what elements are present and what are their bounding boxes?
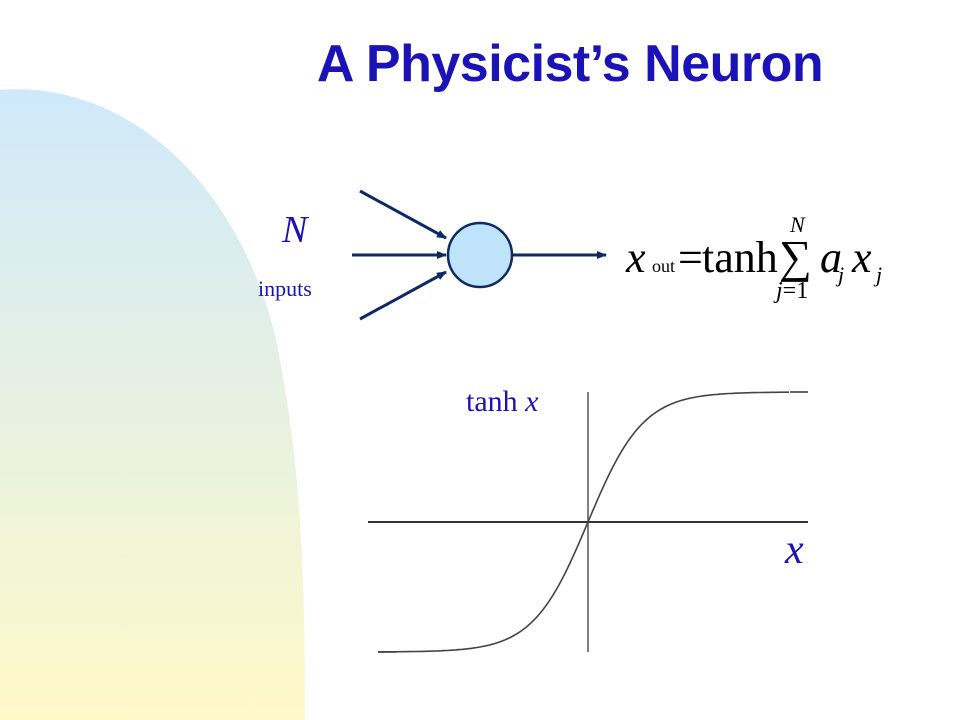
tanh-graph — [368, 391, 808, 653]
inputs-label: inputs — [258, 276, 312, 301]
formula-equals: = — [678, 233, 703, 282]
y-axis-label-func: tanh — [466, 385, 518, 418]
formula-sum-start: =1 — [782, 278, 809, 304]
formula-tanh: tanh — [702, 233, 778, 282]
formula-sum-upper: N — [790, 212, 805, 237]
formula-output-subscript: out — [652, 256, 676, 276]
formula-input-var: x — [852, 233, 872, 282]
formula-output-var: x — [626, 233, 646, 282]
formula-coefficient-subscript: j — [838, 262, 845, 287]
input-arrow-top — [359, 189, 447, 240]
y-axis-label: tanh x — [466, 385, 538, 419]
input-arrow-bottom — [359, 270, 447, 321]
tanh-curve — [378, 391, 789, 653]
y-axis-label-var: x — [525, 385, 539, 418]
slide-title: A Physicist’s Neuron — [316, 35, 824, 93]
decorative-curved-panel — [0, 89, 305, 720]
formula-sum-index: j — [776, 278, 783, 304]
formula-sum-symbol: ∑ — [779, 231, 812, 282]
neuron-formula: x out = tanh ∑ N j=1 a j x j — [626, 212, 896, 318]
x-axis-label: x — [785, 527, 804, 573]
formula-coefficient: a — [820, 233, 842, 282]
formula-input-subscript: j — [876, 262, 883, 287]
neuron-node — [446, 221, 514, 289]
formula-sum-lower: j=1 — [776, 278, 808, 305]
n-inputs-symbol: N — [282, 209, 308, 251]
